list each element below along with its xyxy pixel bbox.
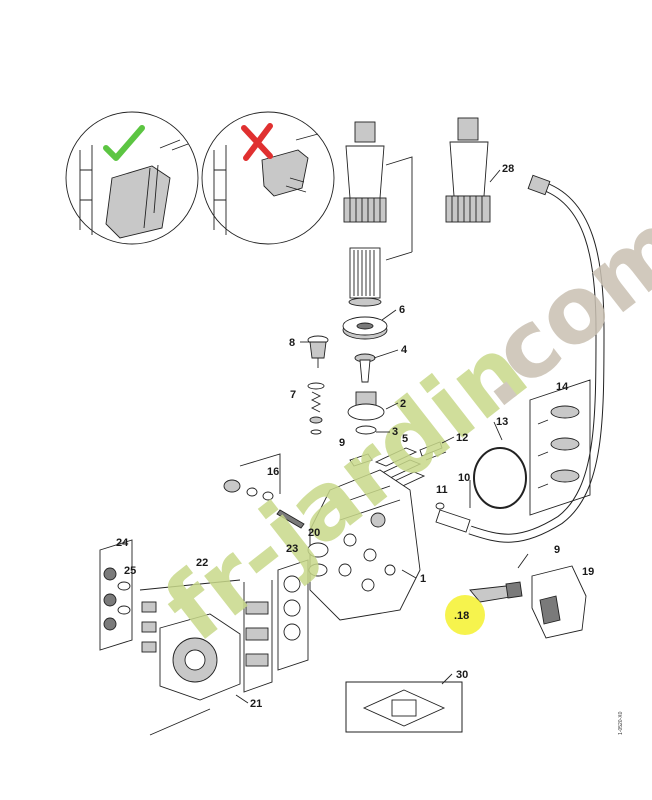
part-14-kit xyxy=(529,379,591,516)
figure-code: 1-0520-X0 xyxy=(618,711,624,735)
callout-16: 16 xyxy=(267,466,279,478)
part-30-seal-sheet xyxy=(345,681,463,733)
high-pressure-hose xyxy=(435,174,605,543)
callout-8: 8 xyxy=(289,337,295,349)
part-22-kit xyxy=(139,579,273,693)
callout-22: 22 xyxy=(196,557,208,569)
callout-14: 14 xyxy=(556,381,569,393)
part-28-housing xyxy=(445,117,491,223)
part-18-valve xyxy=(469,581,523,603)
callout-24: 24 xyxy=(116,537,129,549)
check-mark-icon xyxy=(103,125,145,161)
callout-23: 23 xyxy=(286,543,298,555)
callout-3: 3 xyxy=(392,426,398,438)
cross-icon xyxy=(241,123,273,161)
part-6-ring xyxy=(342,316,388,340)
pump-body xyxy=(309,469,421,621)
callout-11: 11 xyxy=(436,484,448,496)
correct-install-inset xyxy=(65,111,199,245)
callout-18: .18 xyxy=(454,610,469,622)
part-12-clip xyxy=(419,441,447,461)
callout-30: 30 xyxy=(456,669,468,681)
callout-10: 10 xyxy=(458,472,470,484)
callout-9a: 9 xyxy=(339,437,345,449)
callout-9b: 9 xyxy=(554,544,560,556)
part-18-highlight xyxy=(445,595,485,635)
part-11-oring xyxy=(435,502,445,510)
part-16-kit xyxy=(223,453,305,529)
part-13-oring xyxy=(473,447,527,509)
part-7-spring-valve xyxy=(307,382,325,435)
callout-5: 5 xyxy=(402,433,408,445)
callout-4: 4 xyxy=(401,344,408,356)
part-4-valve xyxy=(354,353,376,383)
filter-housing xyxy=(343,121,413,261)
callout-20: 20 xyxy=(308,527,320,539)
callout-21: 21 xyxy=(250,698,262,710)
callout-19: 19 xyxy=(582,566,594,578)
callout-25: 25 xyxy=(124,565,136,577)
leader-lines xyxy=(235,169,503,704)
incorrect-install-inset xyxy=(201,111,335,245)
part-9-clip xyxy=(349,453,373,467)
pump-head xyxy=(149,613,241,736)
part-8-valve xyxy=(307,335,329,368)
callout-7: 7 xyxy=(290,389,296,401)
callout-13: 13 xyxy=(496,416,508,428)
callout-2: 2 xyxy=(400,398,406,410)
callout-6: 6 xyxy=(399,304,405,316)
filter-cartridge xyxy=(348,247,382,307)
part-24-kit xyxy=(99,539,133,651)
callout-12: 12 xyxy=(456,432,468,444)
part-20-oring xyxy=(307,542,329,577)
callout-28: 28 xyxy=(502,163,514,175)
part-23-kit xyxy=(277,559,309,671)
part-2-fitting xyxy=(347,391,385,435)
part-19-unloader xyxy=(517,553,587,639)
callout-1: 1 xyxy=(420,573,426,585)
